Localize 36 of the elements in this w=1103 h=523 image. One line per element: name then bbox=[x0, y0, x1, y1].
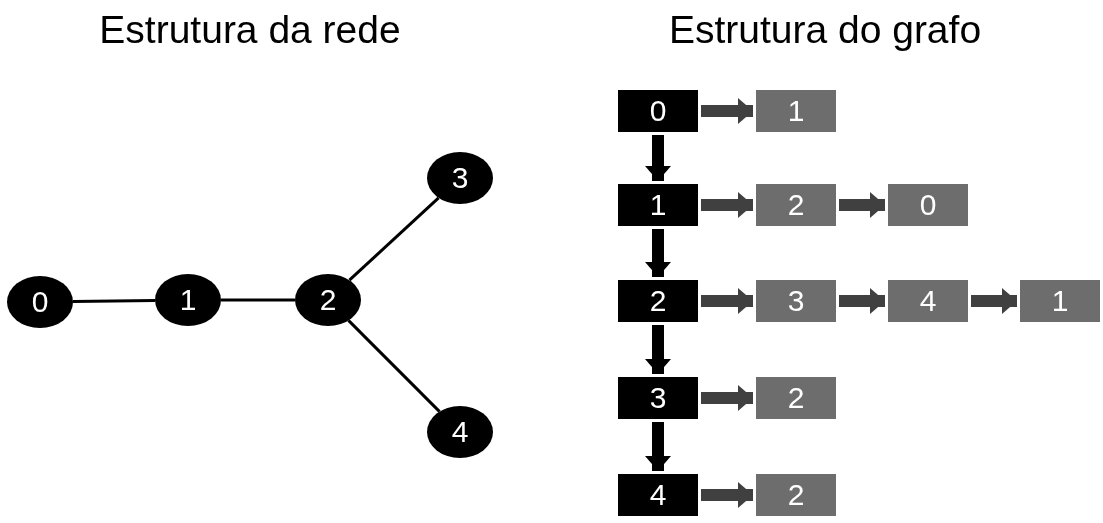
arrow bbox=[839, 288, 885, 314]
list-head-box: 0 bbox=[618, 90, 698, 132]
adjacency-box: 0 bbox=[888, 184, 968, 226]
list-head-box: 2 bbox=[618, 280, 698, 322]
arrow bbox=[645, 422, 671, 471]
adjacency-box: 4 bbox=[888, 280, 968, 322]
arrow bbox=[645, 229, 671, 277]
connector-line bbox=[221, 298, 295, 302]
arrow bbox=[839, 192, 885, 218]
network-node: 3 bbox=[427, 152, 493, 204]
network-node: 4 bbox=[427, 406, 493, 458]
connector-line bbox=[347, 319, 441, 413]
arrow bbox=[701, 288, 753, 314]
connector-line bbox=[348, 196, 440, 282]
arrow bbox=[645, 325, 671, 374]
adjacency-box: 2 bbox=[756, 377, 836, 419]
network-node: 2 bbox=[295, 274, 361, 326]
arrow bbox=[701, 482, 753, 508]
arrow bbox=[645, 135, 671, 181]
adjacency-box: 1 bbox=[1020, 280, 1100, 322]
connector-line bbox=[72, 298, 156, 304]
adjacency-box: 2 bbox=[756, 184, 836, 226]
adjacency-box: 1 bbox=[756, 90, 836, 132]
arrow bbox=[701, 192, 753, 218]
adjacency-box: 3 bbox=[756, 280, 836, 322]
list-head-box: 1 bbox=[618, 184, 698, 226]
section-title: Estrutura da rede bbox=[98, 8, 402, 52]
network-node: 1 bbox=[155, 274, 221, 326]
network-node: 0 bbox=[7, 276, 73, 328]
arrow bbox=[701, 385, 753, 411]
adjacency-box: 2 bbox=[756, 474, 836, 516]
arrow bbox=[701, 98, 753, 124]
section-title: Estrutura do grafo bbox=[667, 8, 983, 52]
list-head-box: 3 bbox=[618, 377, 698, 419]
arrow bbox=[971, 288, 1017, 314]
list-head-box: 4 bbox=[618, 474, 698, 516]
